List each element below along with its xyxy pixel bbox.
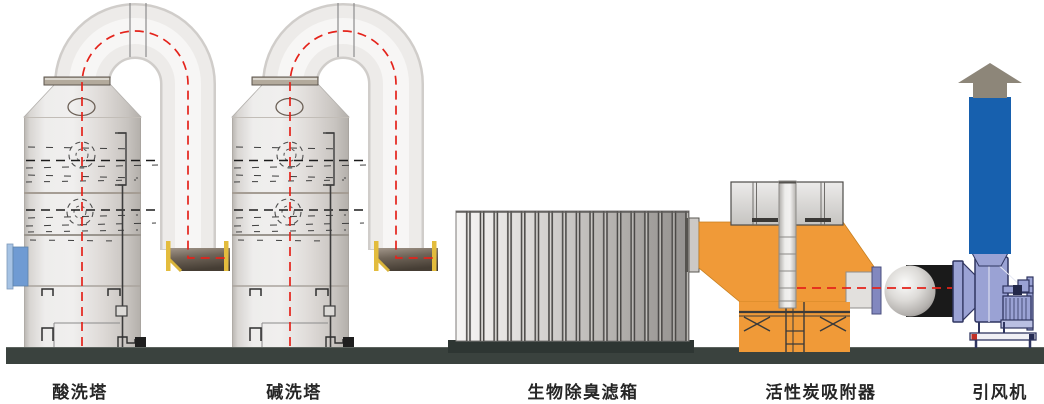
- bio-deodorization-filter-box: [448, 210, 700, 353]
- sphere-connector: [884, 265, 936, 317]
- induced-draft-fan: [952, 63, 1037, 348]
- outlet-flange: [688, 217, 700, 273]
- acid-wash-tower: [7, 3, 230, 347]
- shaft-coupling: [1013, 285, 1022, 295]
- outlet-duct: [845, 271, 875, 309]
- carbon-center-column: [778, 180, 797, 309]
- exhaust-arrow-icon: [958, 63, 1022, 98]
- fan-inlet-flange: [871, 266, 882, 315]
- bio-filter-base: [448, 340, 694, 353]
- bio-filter-ribs: [462, 211, 689, 341]
- fan-motor: [1000, 295, 1034, 329]
- inlet-duct: [6, 243, 29, 290]
- alkali-wash-tower: [232, 3, 438, 347]
- support-stand: [739, 302, 850, 352]
- fan-flange: [952, 260, 964, 323]
- exhaust-stack: [969, 97, 1011, 254]
- stack-transition: [971, 252, 1009, 267]
- activated-carbon-adsorber: [698, 180, 882, 352]
- fan-base-frame: [969, 322, 1037, 348]
